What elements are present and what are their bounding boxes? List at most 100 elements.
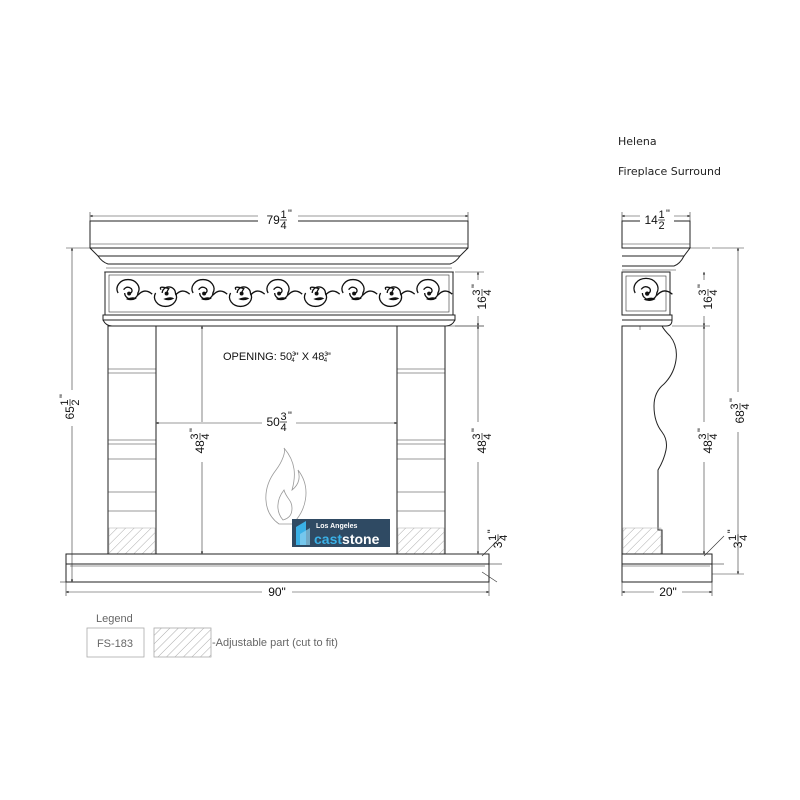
- dim-base-depth-text: 20": [659, 585, 677, 599]
- dim-unit: ": [728, 398, 740, 402]
- svg-text:caststone: caststone: [314, 531, 380, 547]
- los-angeles-caststone-logo: Los Angeles caststone: [292, 519, 390, 547]
- legend: Legend FS-183 -Adjustable part (cut to f…: [86, 613, 338, 658]
- dim-denominator: 2: [70, 399, 82, 405]
- legend-code-box: [86, 627, 145, 658]
- hearth-base: [65, 553, 490, 565]
- dim-denominator: 4: [482, 289, 494, 295]
- dim-unit: ": [486, 529, 498, 533]
- right-leg-adjustable-part: [397, 527, 445, 555]
- legend-hatch-description: -Adjustable part (cut to fit): [212, 637, 338, 649]
- dim-whole: 48: [193, 440, 207, 454]
- scroll-motif: [341, 278, 378, 301]
- product-category: Fireplace Surround: [618, 165, 721, 178]
- frieze-scroll-ornament: [116, 278, 453, 308]
- dim-numerator: 1: [280, 209, 286, 221]
- dim-whole: 65: [63, 406, 77, 420]
- dim-denominator: 4: [740, 403, 752, 409]
- dim-denominator: 4: [482, 433, 494, 439]
- dim-unit: ": [288, 208, 292, 220]
- dim-numerator: 1: [658, 209, 664, 221]
- dim-numerator: 3: [729, 403, 741, 409]
- side-frieze-ornament: [633, 277, 673, 301]
- dim-denominator: 4: [280, 220, 286, 232]
- product-name: Helena: [618, 135, 657, 148]
- dim-numerator: 3: [471, 289, 483, 295]
- dim-whole: 16: [475, 296, 489, 310]
- scroll-motif: [303, 286, 341, 308]
- dim-whole: 16: [701, 296, 715, 310]
- left-leg-adjustable-part: [108, 527, 156, 555]
- flame-icon: [265, 447, 307, 525]
- legend-hatch-swatch: [153, 627, 212, 658]
- dim-denominator: 4: [708, 433, 720, 439]
- scroll-motif: [153, 286, 191, 308]
- dim-unit: ": [188, 428, 200, 432]
- dim-unit: ": [726, 529, 738, 533]
- dim-numerator: 1: [487, 535, 499, 541]
- scroll-motif: [633, 277, 673, 301]
- scroll-motif: [116, 278, 153, 301]
- dim-numerator: 1: [727, 535, 739, 541]
- dim-denominator: 4: [708, 289, 720, 295]
- dim-numerator: 3: [189, 433, 201, 439]
- dim-numerator: 3: [697, 433, 709, 439]
- dim-whole: 48: [475, 440, 489, 454]
- dim-whole: 3: [731, 541, 745, 548]
- dim-unit: ": [470, 284, 482, 288]
- dim-whole: 14: [645, 213, 659, 227]
- scroll-motif: [378, 286, 416, 308]
- dim-denominator: 4: [280, 422, 286, 434]
- dim-numerator: 3: [697, 289, 709, 295]
- scroll-motif: [266, 278, 303, 301]
- scroll-motif: [228, 286, 266, 308]
- dim-denominator: 2: [658, 220, 664, 232]
- dim-base-width: 90": [65, 582, 490, 599]
- dim-unit: ": [696, 428, 708, 432]
- dim-unit: ": [288, 410, 292, 422]
- dim-numerator: 1: [59, 399, 71, 405]
- scroll-motif: [416, 278, 453, 301]
- dim-numerator: 3: [471, 433, 483, 439]
- dim-unit: ": [666, 208, 670, 220]
- legend-title: Legend: [96, 613, 133, 625]
- dim-numerator: 3: [280, 411, 286, 423]
- dim-whole: 48: [701, 440, 715, 454]
- side-leg-adjustable-part: [622, 527, 662, 555]
- dim-unit: ": [58, 394, 70, 398]
- side-leg-profile: [621, 325, 677, 555]
- dim-base-width-text: 90": [268, 585, 286, 599]
- dim-base-depth: 20": [621, 582, 713, 599]
- dim-whole: 3: [491, 541, 505, 548]
- mantel-crown-molding: [89, 247, 469, 257]
- dim-denominator: 4: [738, 535, 750, 541]
- dim-unit: ": [696, 284, 708, 288]
- logo-cast: cast: [314, 531, 342, 547]
- dim-denominator: 4: [498, 535, 510, 541]
